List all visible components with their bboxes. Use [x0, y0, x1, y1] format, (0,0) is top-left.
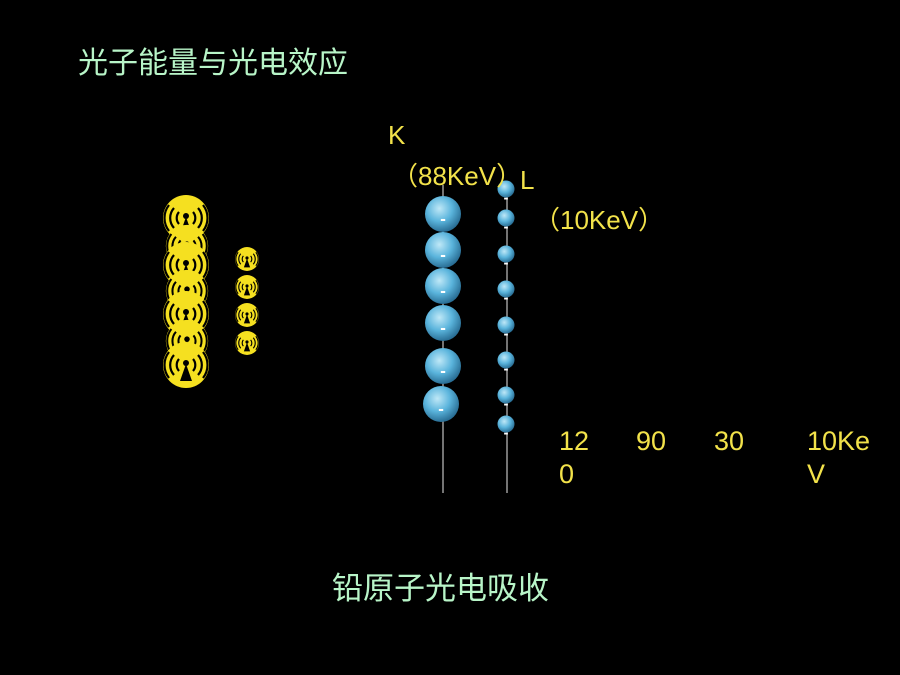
- photon-small-icon: [235, 247, 259, 271]
- electron-sign: -: [438, 402, 444, 418]
- electron-sign: -: [440, 212, 446, 228]
- electron-sign: -: [440, 364, 446, 380]
- electron-sign: -: [504, 191, 509, 205]
- photon-small-icon: [235, 331, 259, 355]
- electron-sign: -: [504, 291, 509, 305]
- k-shell-electrons: - - - - - -: [423, 196, 461, 422]
- l-shell-energy: （10KeV）: [534, 200, 664, 237]
- diagram-caption: 铅原子光电吸收: [332, 563, 549, 608]
- electron-sign: -: [504, 362, 509, 376]
- k-shell-label: K: [388, 120, 405, 151]
- electron-sign: -: [504, 426, 509, 440]
- electron-sign: -: [504, 327, 509, 341]
- electron-sign: -: [504, 397, 509, 411]
- l-shell-label: L: [520, 165, 534, 196]
- energy-label-10kev: 10KeV: [807, 425, 879, 491]
- photon-large-icon: [163, 342, 209, 388]
- energy-label-90: 90: [636, 425, 666, 458]
- energy-label-120: 120: [559, 425, 595, 491]
- electron-sign: -: [440, 284, 446, 300]
- energy-label-30: 30: [714, 425, 744, 458]
- photon-small-icon: [235, 275, 259, 299]
- photon-small-icon: [235, 303, 259, 327]
- k-shell-energy: （88KeV）: [392, 156, 522, 193]
- electron-sign: -: [504, 256, 509, 270]
- electron-sign: -: [440, 248, 446, 264]
- l-shell-electrons: - - - - - - - -: [498, 181, 515, 441]
- electron-sign: -: [504, 220, 509, 234]
- electron-sign: -: [440, 321, 446, 337]
